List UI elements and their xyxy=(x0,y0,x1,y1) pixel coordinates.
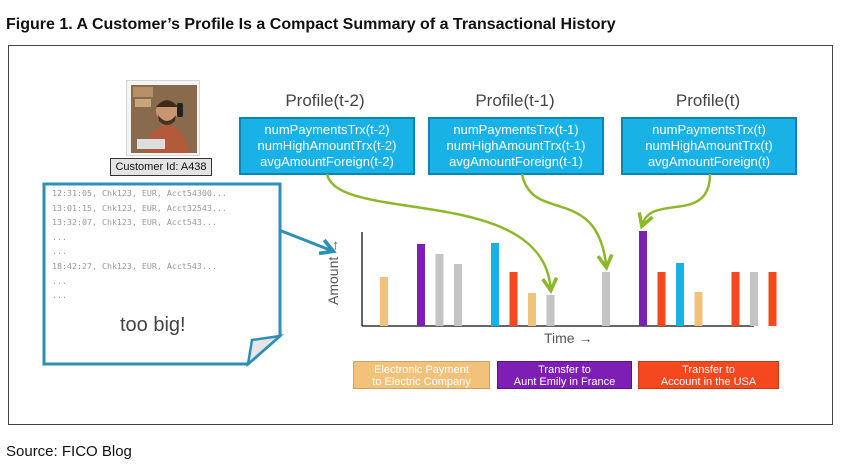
chart-bar xyxy=(694,292,703,326)
profile-field: avgAmountForeign(t) xyxy=(647,154,771,169)
log-line: 18:42:27, Chk123, EUR, Acct543... xyxy=(52,260,217,271)
profile-link-arrow xyxy=(643,173,712,223)
customer-id-label: Customer Id: A438 xyxy=(110,158,212,176)
profile-field: numHighAmountTrx(t-2) xyxy=(257,138,397,153)
profile-field: numPaymentsTrx(t-2) xyxy=(264,122,390,137)
y-axis-label-text: Amount xyxy=(325,256,341,305)
chart-bar xyxy=(676,263,684,326)
x-axis-label: Time → xyxy=(544,330,592,346)
chart-bar xyxy=(435,254,444,326)
legend-transfer-usa: Transfer to Account in the USA xyxy=(638,361,779,389)
profile-field: avgAmountForeign(t-1) xyxy=(449,154,583,169)
figure-title: Figure 1. A Customer’s Profile Is a Comp… xyxy=(6,16,616,33)
profile-box-t-minus-2: numPaymentsTrx(t-2) numHighAmountTrx(t-2… xyxy=(239,117,415,175)
chart-bar xyxy=(546,295,555,326)
note-folded-corner xyxy=(246,334,284,368)
x-axis-arrow-icon: → xyxy=(578,330,593,346)
legend-line: Account in the USA xyxy=(660,376,757,388)
chart-bar xyxy=(750,272,758,326)
customer-photo xyxy=(126,80,200,156)
log-line: 13:32:07, Chk123, EUR, Acct543... xyxy=(52,217,217,228)
profile-link-arrow xyxy=(325,173,551,287)
legend-line: Transfer to xyxy=(682,364,735,376)
log-line: ... xyxy=(52,290,67,301)
y-axis-label: Amount → xyxy=(325,239,341,305)
profile-title-t: Profile(t) xyxy=(675,91,741,110)
legend-transfer-france: Transfer to Aunt Emily in France xyxy=(497,361,632,389)
profile-field: numHighAmountTrx(t) xyxy=(645,138,773,153)
profile-title-t-minus-2: Profile(t-2) xyxy=(285,91,365,110)
chart-bar xyxy=(454,264,462,326)
legend-line: Electronic Payment xyxy=(374,364,469,376)
log-line: ... xyxy=(52,275,67,286)
profile-field: numPaymentsTrx(t) xyxy=(652,122,766,137)
profile-box-t-minus-1: numPaymentsTrx(t-1) numHighAmountTrx(t-1… xyxy=(428,117,604,175)
transaction-log-lines: 12:31:05, Chk123, EUR, Acct54300... 13:0… xyxy=(52,186,262,303)
bar-series xyxy=(380,231,777,326)
profile-box-t: numPaymentsTrx(t) numHighAmountTrx(t) av… xyxy=(621,117,797,175)
log-line: ... xyxy=(52,246,67,257)
chart-bar xyxy=(417,244,425,326)
log-line: 12:31:05, Chk123, EUR, Acct54300... xyxy=(52,188,227,198)
profile-field: numPaymentsTrx(t-1) xyxy=(453,122,579,137)
chart-bar xyxy=(731,272,740,326)
chart-bar xyxy=(602,272,610,326)
chart-bar xyxy=(657,272,666,326)
legend-line: Aunt Emily in France xyxy=(513,376,616,388)
profile-field: avgAmountForeign(t-2) xyxy=(260,154,394,169)
figure-frame xyxy=(8,45,833,425)
profile-title-t-minus-1: Profile(t-1) xyxy=(475,91,555,110)
log-line: ... xyxy=(52,231,67,242)
log-to-chart-arrow xyxy=(278,228,337,256)
chart-bar xyxy=(380,277,388,326)
log-line: 13:01:15, Chk123, EUR, Acct32543... xyxy=(52,202,227,213)
legend-line: Transfer to xyxy=(538,364,591,376)
y-axis-arrow-icon: → xyxy=(325,238,341,253)
x-axis-label-text: Time xyxy=(544,330,575,346)
profile-field: numHighAmountTrx(t-1) xyxy=(446,138,586,153)
chart-bar xyxy=(768,272,777,326)
legend-line: to Electric Company xyxy=(372,376,471,388)
too-big-note: too big! xyxy=(120,314,186,336)
chart-bar xyxy=(639,231,647,326)
profile-link-series xyxy=(325,173,712,287)
figure-source: Source: FICO Blog xyxy=(6,443,132,460)
customer-photo-illustration xyxy=(127,81,199,155)
legend-electronic-payment: Electronic Payment to Electric Company xyxy=(353,361,490,389)
chart-bar xyxy=(491,243,499,326)
chart-bar xyxy=(509,272,518,326)
profile-link-arrow xyxy=(520,173,606,264)
chart-bar xyxy=(528,293,536,326)
